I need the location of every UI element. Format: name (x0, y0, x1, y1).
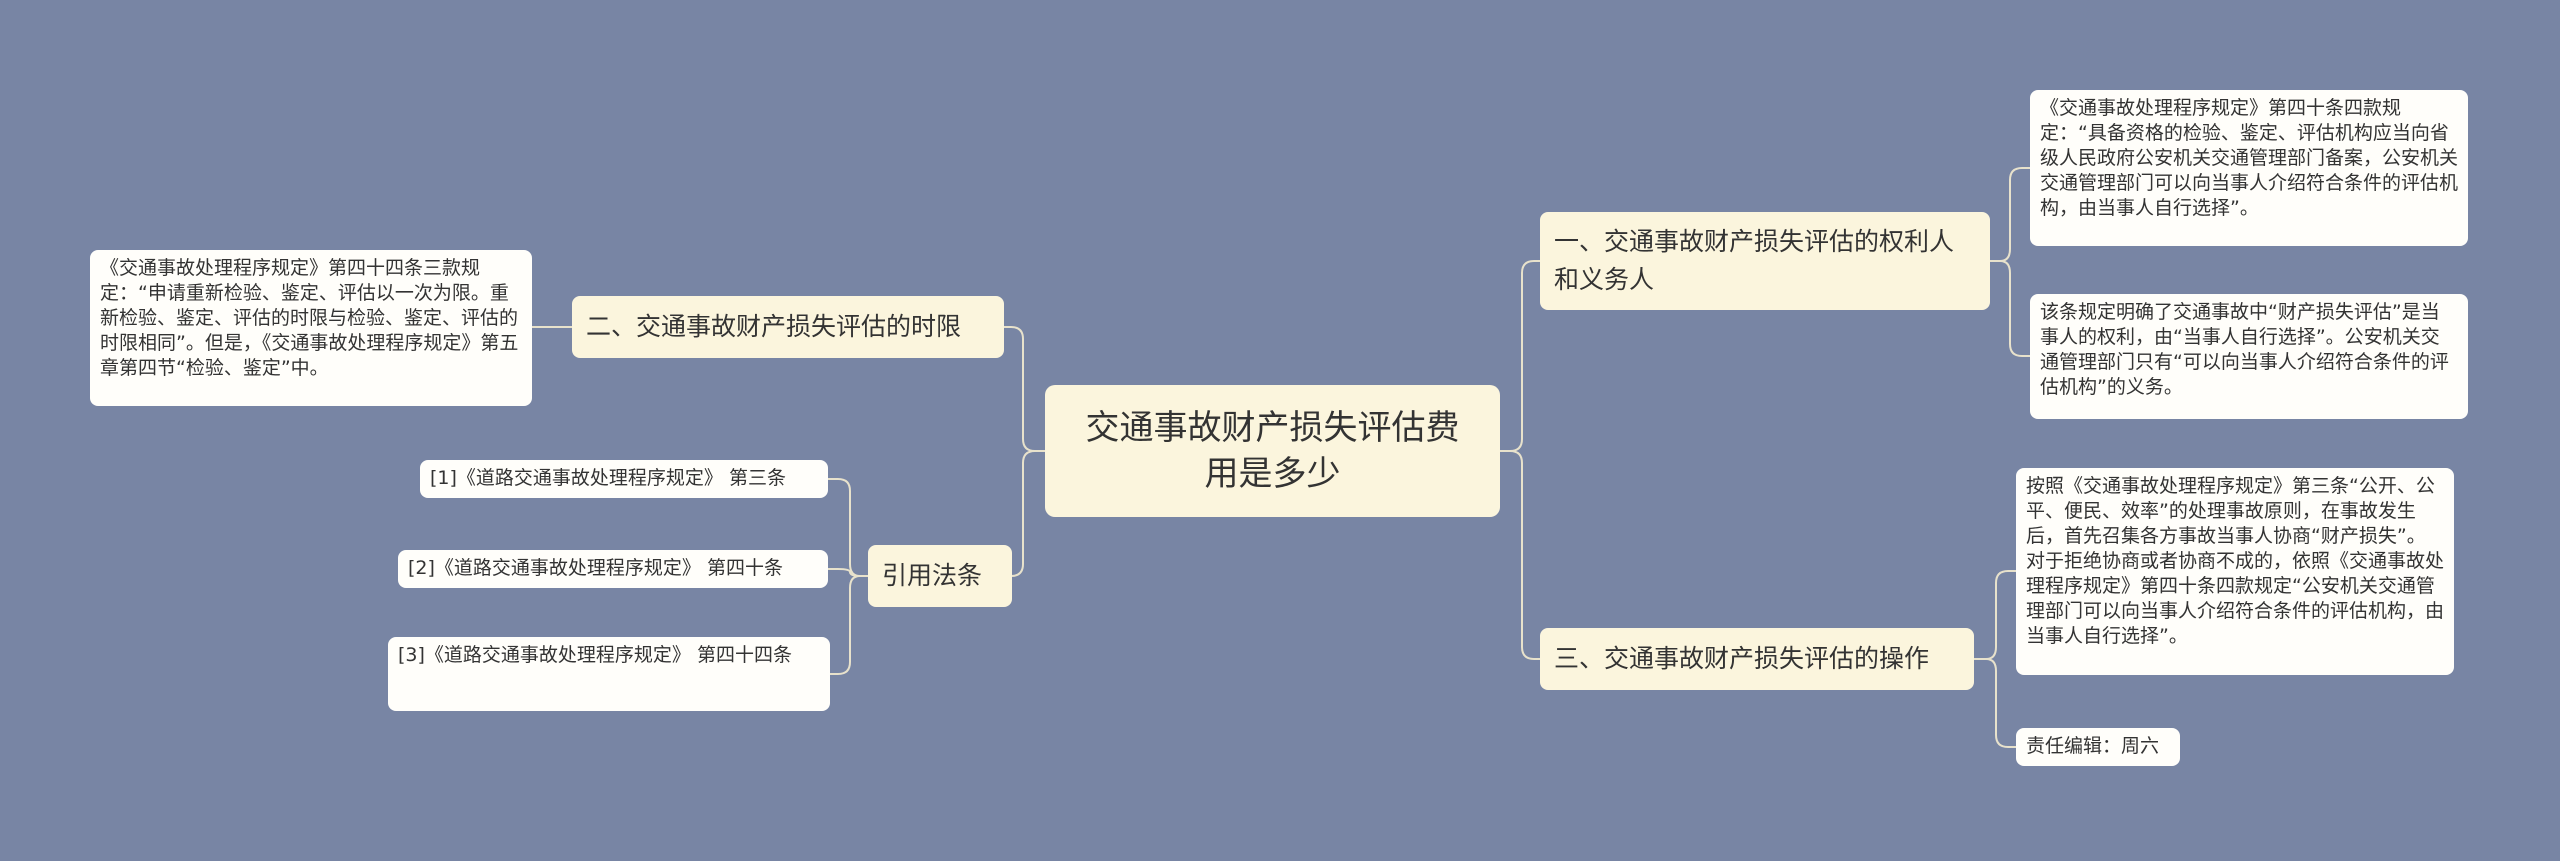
leaf-text: 该条规定明确了交通事故中“财产损失评估”是当事人的权利，由“当事人自行选择”。公… (2040, 301, 2449, 398)
leaf-text: 按照《交通事故处理程序规定》第三条“公开、公平、便民、效率”的处理事故原则，在事… (2026, 475, 2445, 647)
leaf-text: [3]《道路交通事故处理程序规定》 第四十四条 (398, 644, 792, 666)
leaf-operation-procedure[interactable]: 按照《交通事故处理程序规定》第三条“公开、公平、便民、效率”的处理事故原则，在事… (2016, 468, 2454, 675)
link-b4-l8 (1974, 658, 2016, 748)
link-root-b1 (1500, 260, 1540, 452)
leaf-text: [1]《道路交通事故处理程序规定》 第三条 (430, 467, 786, 489)
leaf-editor[interactable]: 责任编辑：周六 (2016, 728, 2180, 766)
branch-label: 引用法条 (882, 561, 983, 590)
root-topic-label: 交通事故财产损失评估费用是多少 (1085, 408, 1460, 494)
branch-cited-laws[interactable]: 引用法条 (868, 545, 1012, 607)
link-b3-l6 (830, 575, 868, 675)
link-b4-l7 (1974, 570, 2016, 660)
link-root-b2 (1004, 326, 1045, 452)
link-root-b3 (1010, 450, 1045, 577)
branch-label: 一、交通事故财产损失评估的权利人和义务人 (1554, 227, 1955, 294)
branch-rights-and-obligations[interactable]: 一、交通事故财产损失评估的权利人和义务人 (1540, 212, 1990, 310)
leaf-article-40-clause-4[interactable]: 《交通事故处理程序规定》第四十条四款规定：“具备资格的检验、鉴定、评估机构应当向… (2030, 90, 2468, 246)
branch-label: 二、交通事故财产损失评估的时限 (586, 312, 962, 341)
leaf-rights-explanation[interactable]: 该条规定明确了交通事故中“财产损失评估”是当事人的权利，由“当事人自行选择”。公… (2030, 294, 2468, 419)
link-b3-l4 (828, 478, 868, 577)
link-b3-l5 (828, 568, 868, 577)
leaf-text: 《交通事故处理程序规定》第四十条四款规定：“具备资格的检验、鉴定、评估机构应当向… (2040, 97, 2459, 219)
link-b1-l2 (1990, 260, 2030, 357)
leaf-text: 《交通事故处理程序规定》第四十四条三款规定：“申请重新检验、鉴定、评估以一次为限… (100, 257, 519, 379)
link-root-b4 (1500, 450, 1540, 660)
leaf-citation-3[interactable]: [3]《道路交通事故处理程序规定》 第四十四条 (388, 637, 830, 711)
branch-time-limit[interactable]: 二、交通事故财产损失评估的时限 (572, 296, 1004, 358)
branch-operation[interactable]: 三、交通事故财产损失评估的操作 (1540, 628, 1974, 690)
leaf-article-44-clause-3[interactable]: 《交通事故处理程序规定》第四十四条三款规定：“申请重新检验、鉴定、评估以一次为限… (90, 250, 532, 406)
leaf-citation-1[interactable]: [1]《道路交通事故处理程序规定》 第三条 (420, 460, 828, 498)
link-b1-l1 (1990, 167, 2030, 262)
root-topic[interactable]: 交通事故财产损失评估费用是多少 (1045, 385, 1500, 517)
branch-label: 三、交通事故财产损失评估的操作 (1554, 644, 1930, 673)
leaf-text: [2]《道路交通事故处理程序规定》 第四十条 (408, 557, 783, 579)
leaf-citation-2[interactable]: [2]《道路交通事故处理程序规定》 第四十条 (398, 550, 828, 588)
leaf-text: 责任编辑：周六 (2026, 735, 2160, 757)
